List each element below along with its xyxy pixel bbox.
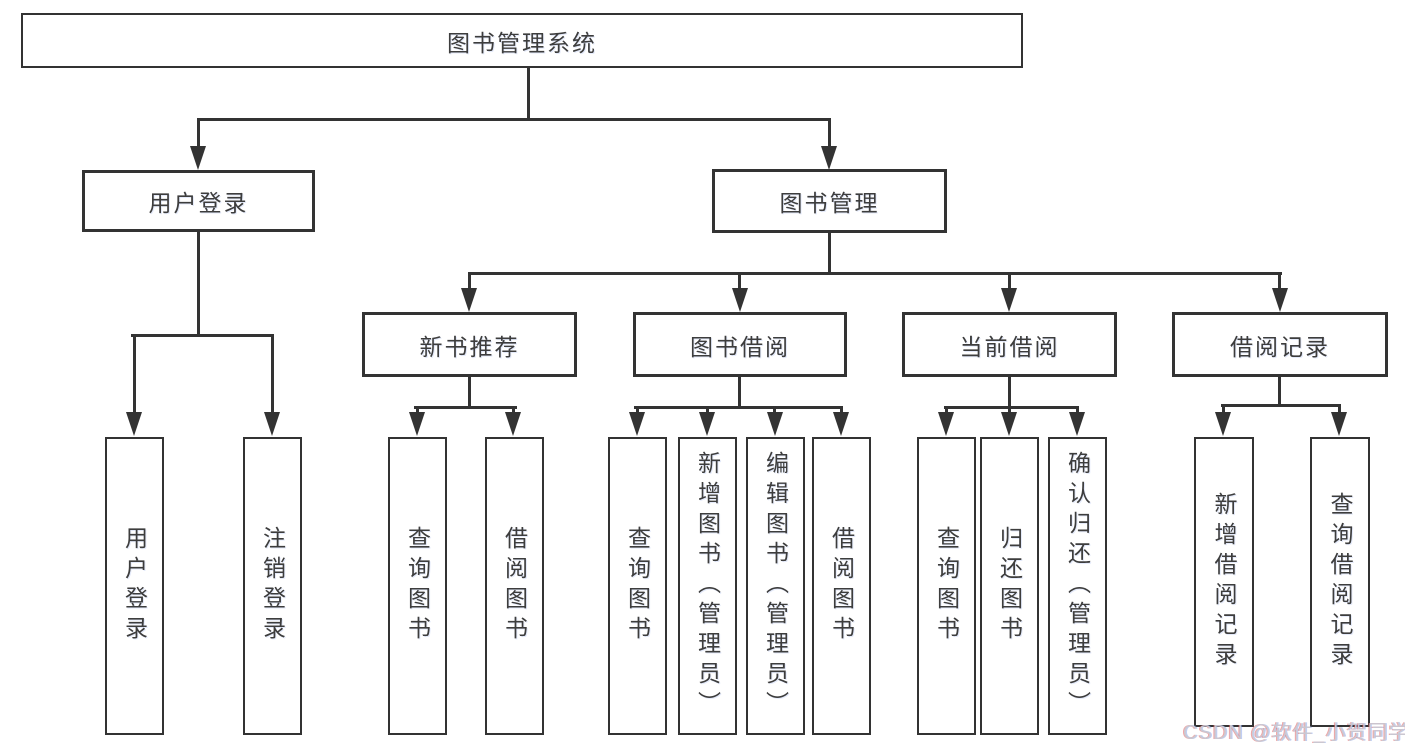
leaf-br-query-record: 查询借阅记录 <box>1310 437 1370 727</box>
connector-line <box>133 334 136 412</box>
arrowhead-down-icon <box>938 412 954 436</box>
arrowhead-down-icon <box>629 412 645 436</box>
arrowhead-down-icon <box>1001 288 1017 312</box>
connector-line <box>636 406 639 414</box>
arrowhead-down-icon <box>1331 412 1347 436</box>
connector-line <box>1076 406 1079 414</box>
leaf-cb-query-books: 查询图书 <box>917 437 976 735</box>
leaf-nbr-borrow-books: 借阅图书 <box>485 437 544 735</box>
connector-line <box>1278 377 1281 406</box>
connector-line <box>1221 404 1341 407</box>
arrowhead-down-icon <box>461 288 477 312</box>
leaf-bb-query-books: 查询图书 <box>608 437 667 735</box>
arrowhead-down-icon <box>190 146 206 170</box>
connector-line <box>1338 404 1341 414</box>
arrowhead-down-icon <box>409 412 425 436</box>
arrowhead-down-icon <box>833 412 849 436</box>
connector-line <box>828 118 831 148</box>
node-book-borrowing: 图书借阅 <box>633 312 847 377</box>
leaf-cb-confirm-return-admin: 确认归还（管理员） <box>1048 437 1107 735</box>
leaf-bb-borrow-books: 借阅图书 <box>812 437 871 735</box>
arrowhead-down-icon <box>732 288 748 312</box>
connector-line <box>945 406 948 414</box>
connector-line <box>527 68 530 118</box>
leaf-user-login: 用户登录 <box>105 437 164 735</box>
connector-line <box>773 406 776 414</box>
connector-line <box>944 406 1079 409</box>
connector-line <box>840 406 843 414</box>
leaf-logout: 注销登录 <box>243 437 302 735</box>
connector-line <box>198 118 831 121</box>
node-user-login: 用户登录 <box>82 170 315 232</box>
connector-line <box>634 406 843 409</box>
connector-line <box>468 272 471 292</box>
arrowhead-down-icon <box>767 412 783 436</box>
node-book-management: 图书管理 <box>712 169 947 233</box>
arrowhead-down-icon <box>126 412 142 436</box>
connector-line <box>706 406 709 414</box>
connector-line <box>468 377 471 408</box>
connector-line <box>416 406 419 414</box>
arrowhead-down-icon <box>699 412 715 436</box>
arrowhead-down-icon <box>505 412 521 436</box>
leaf-bb-edit-books-admin: 编辑图书（管理员） <box>746 437 805 735</box>
connector-line <box>197 232 200 336</box>
leaf-cb-return-books: 归还图书 <box>980 437 1039 735</box>
arrowhead-down-icon <box>1272 288 1288 312</box>
connector-line <box>738 272 741 292</box>
arrowhead-down-icon <box>1001 412 1017 436</box>
connector-line <box>197 118 200 148</box>
arrowhead-down-icon <box>821 146 837 170</box>
connector-line <box>271 334 274 412</box>
connector-line <box>738 377 741 408</box>
connector-line <box>468 272 1282 275</box>
connector-line <box>131 334 274 337</box>
connector-line <box>1008 406 1011 414</box>
arrowhead-down-icon <box>1069 412 1085 436</box>
connector-line <box>1008 272 1011 292</box>
node-new-book-recommend: 新书推荐 <box>362 312 577 377</box>
connector-line <box>828 233 831 274</box>
node-library-system: 图书管理系统 <box>21 13 1023 68</box>
arrowhead-down-icon <box>1215 412 1231 436</box>
arrowhead-down-icon <box>264 412 280 436</box>
connector-line <box>414 406 517 409</box>
connector-line <box>1222 404 1225 414</box>
node-current-borrowing: 当前借阅 <box>902 312 1117 377</box>
node-borrowing-records: 借阅记录 <box>1172 312 1388 377</box>
connector-line <box>1278 272 1281 292</box>
leaf-br-add-record: 新增借阅记录 <box>1194 437 1254 727</box>
connector-line <box>1008 377 1011 408</box>
leaf-nbr-query-books: 查询图书 <box>388 437 447 735</box>
leaf-bb-add-books-admin: 新增图书（管理员） <box>678 437 737 735</box>
csdn-watermark: CSDN @软件_小贺同学 <box>1183 722 1405 744</box>
connector-line <box>512 406 515 414</box>
